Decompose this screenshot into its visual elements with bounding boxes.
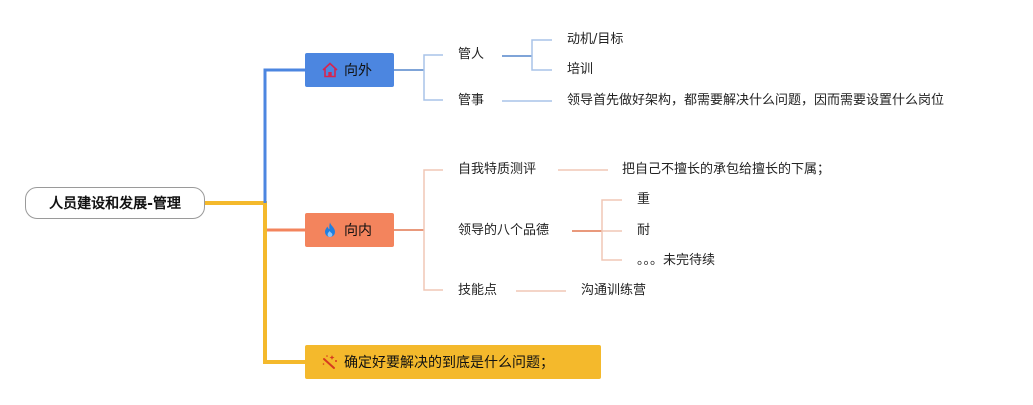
branch-outward[interactable]: 向外	[305, 53, 394, 87]
branch-outward-label: 向外	[344, 63, 372, 79]
connector-outward	[263, 68, 305, 203]
branch-goal[interactable]: 确定好要解决的到底是什么问题；	[305, 345, 601, 379]
house-icon	[321, 61, 339, 79]
topic-manage-people[interactable]: 管人	[458, 47, 485, 62]
topic-virtue-patience[interactable]: 耐	[637, 223, 651, 238]
topic-virtue-heavy[interactable]: 重	[637, 192, 651, 207]
magic-wand-icon	[321, 353, 339, 371]
root-node[interactable]: 人员建设和发展-管理	[25, 187, 205, 219]
topic-eight-virtues[interactable]: 领导的八个品德	[458, 223, 550, 238]
topic-to-be-continued[interactable]: 。。。未完待续	[637, 253, 716, 268]
branch-inward[interactable]: 向内	[305, 213, 394, 247]
topic-manage-affairs[interactable]: 管事	[458, 93, 485, 108]
topic-architecture-note[interactable]: 领导首先做好架构，都需要解决什么问题，因而需要设置什么岗位	[567, 93, 945, 108]
topic-delegate-note[interactable]: 把自己不擅长的承包给擅长的下属；	[622, 162, 831, 177]
fire-icon	[321, 221, 339, 239]
connector-root-trunk	[204, 201, 305, 364]
topic-self-assessment[interactable]: 自我特质测评	[458, 162, 537, 177]
topic-motivation-goals[interactable]: 动机/目标	[567, 32, 624, 47]
topic-training[interactable]: 培训	[567, 62, 594, 77]
branch-inward-label: 向内	[344, 223, 372, 239]
topic-communication-camp[interactable]: 沟通训练营	[581, 283, 647, 298]
topic-skill-points[interactable]: 技能点	[458, 283, 498, 298]
root-label: 人员建设和发展-管理	[49, 196, 181, 212]
branch-goal-label: 确定好要解决的到底是什么问题；	[344, 355, 554, 371]
